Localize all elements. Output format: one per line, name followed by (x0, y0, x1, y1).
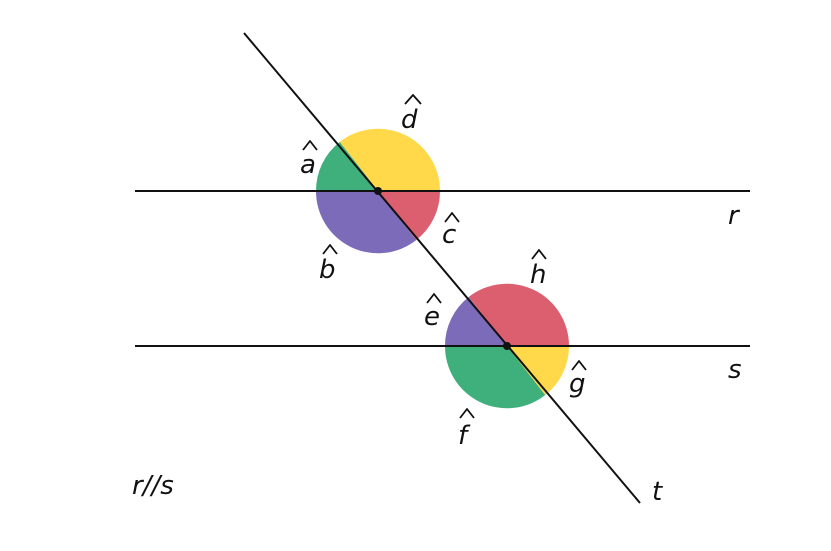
intersection-s-angles (444, 283, 570, 409)
angle-d-label: d (401, 94, 422, 135)
angle-e-letter: e (424, 302, 440, 332)
angle-d-hat (404, 94, 422, 105)
angle-d-sector (339, 128, 441, 191)
angle-a-letter: a (300, 150, 316, 180)
angle-h-letter: h (530, 260, 546, 290)
angle-h-hat (531, 249, 547, 260)
angle-g-sector (507, 346, 570, 395)
angle-d-letter: d (401, 105, 418, 135)
angle-f-sector (444, 346, 546, 409)
angle-h-label: h (530, 249, 547, 290)
angle-a-sector (315, 142, 378, 191)
angle-c-letter: c (442, 220, 456, 250)
label-line-r: r (728, 201, 741, 231)
intersection-r-angles (315, 128, 441, 254)
intersection-point-r (374, 187, 382, 195)
angle-b-sector (315, 191, 417, 254)
angle-b-letter: b (319, 255, 336, 285)
angle-e-sector (444, 297, 507, 346)
angle-e-label: e (424, 293, 442, 332)
angle-h-sector (468, 283, 570, 346)
angle-f-letter: f (458, 421, 471, 451)
angle-e-hat (426, 293, 442, 304)
label-line-s: s (728, 355, 742, 385)
transversal-t (243, 32, 641, 504)
label-line-t: t (652, 477, 663, 507)
angle-a-label: a (300, 140, 318, 180)
angle-f-label: f (458, 408, 475, 451)
angle-b-label: b (319, 244, 338, 285)
intersection-point-s (503, 342, 511, 350)
angle-g-label: g (569, 360, 587, 399)
angle-c-sector (378, 191, 441, 240)
angle-b-hat (322, 244, 338, 255)
angle-c-label: c (442, 212, 460, 250)
angle-a-hat (302, 140, 318, 151)
angle-c-hat (444, 212, 460, 223)
parallel-relation-label: r//s (132, 471, 174, 501)
angle-g-letter: g (569, 369, 586, 399)
angle-g-hat (571, 360, 587, 371)
angle-f-hat (459, 408, 475, 419)
